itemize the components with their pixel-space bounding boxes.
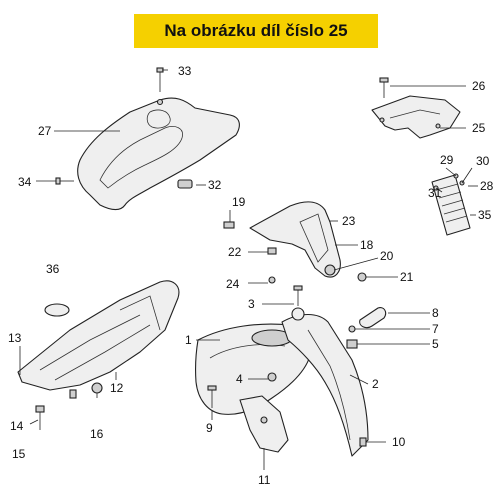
part-21-screw — [357, 272, 367, 282]
part-36-cap — [44, 303, 70, 317]
label-32: 32 — [208, 178, 222, 192]
label-1: 1 — [185, 333, 192, 347]
part-9-screw — [207, 385, 217, 408]
label-29: 29 — [440, 153, 454, 167]
part-34-screw — [55, 177, 74, 185]
part-25-bracket-cover — [371, 95, 461, 139]
part-3-screw — [293, 285, 303, 306]
part-5-bracket — [346, 339, 358, 349]
part-25-fold — [389, 109, 441, 119]
part-18-plate-holder — [249, 201, 341, 278]
label-11: 11 — [258, 473, 271, 487]
part-27-body-cover — [77, 97, 240, 211]
part-15-bolt — [35, 405, 45, 430]
part-11-hole — [260, 416, 268, 424]
label-28: 28 — [480, 179, 494, 193]
part-8-bracket — [359, 307, 387, 329]
part-18-inner-frame — [299, 213, 329, 263]
label-7: 7 — [432, 322, 439, 336]
part-27-recess — [146, 109, 171, 129]
label-24: 24 — [226, 277, 240, 291]
part-14-screw — [69, 389, 77, 399]
label-5: 5 — [432, 337, 439, 351]
callout-numbers: 33 27 34 32 26 25 29 30 31 28 35 23 18 1… — [8, 64, 494, 487]
label-34: 34 — [18, 175, 32, 189]
part-11-support-bracket — [239, 395, 289, 453]
part-2-top-ring — [291, 307, 305, 321]
part-10-bolt — [359, 437, 386, 447]
part-12-ribs — [39, 295, 161, 381]
part-16-clip — [91, 382, 103, 394]
label-12: 12 — [110, 381, 124, 395]
part-19-clip — [223, 221, 235, 229]
part-33-screw — [156, 67, 164, 92]
label-18: 18 — [360, 238, 374, 252]
label-19: 19 — [232, 195, 246, 209]
label-25: 25 — [472, 121, 486, 135]
label-3: 3 — [248, 297, 255, 311]
label-20: 20 — [380, 249, 394, 263]
label-22: 22 — [228, 245, 242, 259]
leader-lines — [19, 69, 478, 470]
part-20-bolt — [324, 264, 336, 276]
part-27-inner-contour — [99, 126, 183, 189]
label-21: 21 — [400, 270, 414, 284]
label-10: 10 — [392, 435, 406, 449]
part-25-hole-right — [435, 123, 441, 129]
label-2: 2 — [372, 377, 379, 391]
label-4: 4 — [236, 372, 243, 386]
label-8: 8 — [432, 306, 439, 320]
label-36: 36 — [46, 262, 60, 276]
label-31: 31 — [428, 186, 442, 200]
label-23: 23 — [342, 214, 356, 228]
part-2-inner-band — [307, 329, 351, 441]
label-9: 9 — [206, 421, 213, 435]
part-25-hole-left — [379, 117, 385, 123]
label-13: 13 — [8, 331, 22, 345]
label-35: 35 — [478, 208, 492, 222]
label-15: 15 — [12, 447, 26, 461]
label-16: 16 — [90, 427, 104, 441]
part-27-hole — [156, 98, 164, 106]
part-22-nut — [267, 247, 277, 255]
part-2-mudguard — [281, 313, 369, 457]
label-33: 33 — [178, 64, 192, 78]
part-35-reflector-grille — [431, 174, 471, 236]
part-32-clip — [177, 179, 193, 189]
label-30: 30 — [476, 154, 490, 168]
part-7-clip — [348, 325, 356, 333]
label-14: 14 — [10, 419, 24, 433]
label-27: 27 — [38, 124, 52, 138]
label-26: 26 — [472, 79, 486, 93]
part-4-nut — [267, 372, 277, 382]
part-26-screw — [379, 77, 389, 98]
title-banner: Na obrázku díl číslo 25 — [134, 14, 378, 48]
part-24-washer — [268, 276, 276, 284]
